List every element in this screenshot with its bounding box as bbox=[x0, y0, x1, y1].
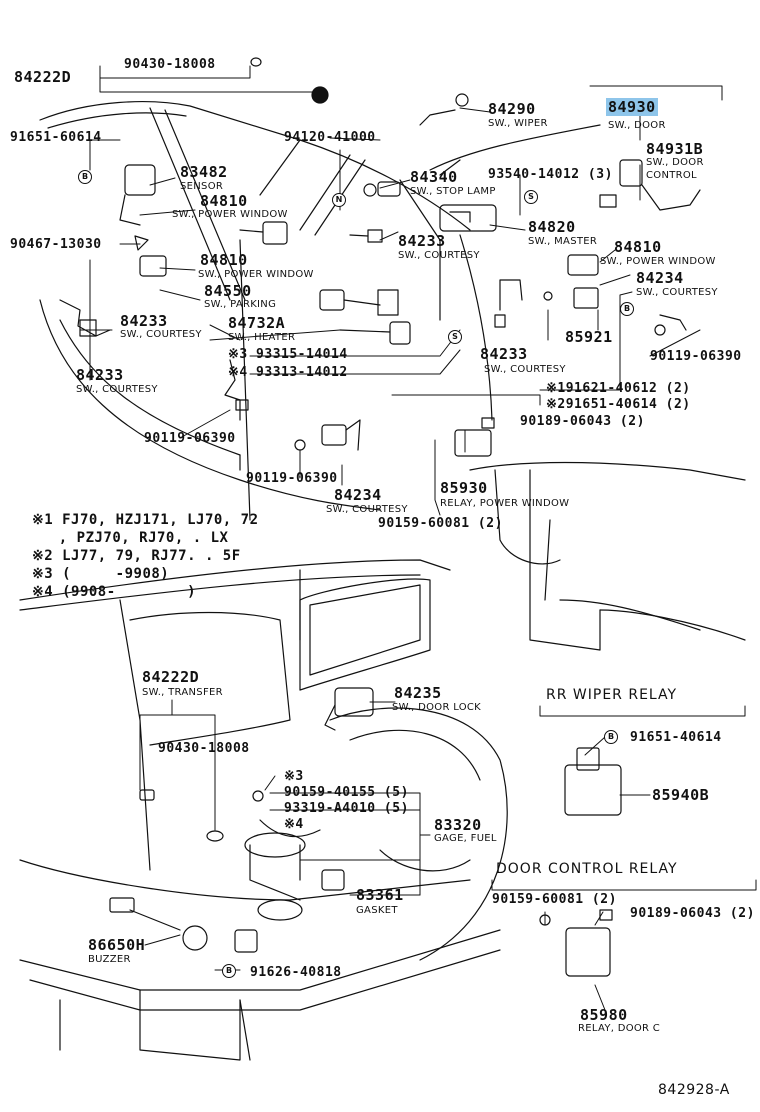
part-label-94120: 94120-41000 bbox=[284, 130, 376, 145]
part-label-84233-a: 84233 bbox=[120, 312, 168, 330]
part-desc-84290: SW., WIPER bbox=[488, 118, 548, 129]
part-label-85921: 85921 bbox=[565, 328, 613, 346]
part-label-84732A: 84732A bbox=[228, 314, 286, 332]
part-sketches bbox=[59, 57, 701, 977]
part-desc-84810-c: SW., POWER WINDOW bbox=[600, 256, 716, 267]
part-label-84222D-b: 84222D bbox=[142, 668, 200, 686]
upper-body-outline bbox=[39, 101, 746, 651]
part-label-90189-b: 90189-06043 (2) bbox=[630, 906, 755, 921]
part-label-84340: 84340 bbox=[410, 168, 458, 186]
part-desc-84233-d: SW., COURTESY bbox=[484, 364, 566, 375]
marker-b-91651-40614: B bbox=[604, 730, 618, 744]
part-label-86650H: 86650H bbox=[88, 936, 146, 954]
part-desc-83320: GAGE, FUEL bbox=[434, 833, 497, 844]
part-label-91651-60614: 91651-60614 bbox=[10, 130, 102, 145]
part-label-85930: 85930 bbox=[440, 479, 488, 497]
part-desc-84810-a: SW., POWER WINDOW bbox=[172, 209, 288, 220]
marker-b-courtesy: B bbox=[620, 302, 634, 316]
part-label-90159-b: 90159-60081 (2) bbox=[492, 892, 617, 907]
part-label-star4: ※4 bbox=[284, 817, 304, 832]
part-label-93313: ※4 93313-14012 bbox=[228, 365, 348, 380]
part-label-91621: ※191621-40612 (2) bbox=[546, 381, 691, 396]
figure-id: 842928-A bbox=[658, 1082, 730, 1098]
section-header-door-control-relay: DOOR CONTROL RELAY bbox=[496, 861, 678, 877]
part-label-93540: 93540-14012 (3) bbox=[488, 167, 613, 182]
part-label-84233-b: 84233 bbox=[76, 366, 124, 384]
part-label-84810-a: 84810 bbox=[200, 192, 248, 210]
part-label-83361: 83361 bbox=[356, 886, 404, 904]
part-desc-84550: SW., PARKING bbox=[204, 299, 277, 310]
part-label-84810-c: 84810 bbox=[614, 238, 662, 256]
marker-n: N bbox=[332, 193, 346, 207]
part-label-83320: 83320 bbox=[434, 816, 482, 834]
part-label-90430-b: 90430-18008 bbox=[158, 741, 250, 756]
part-desc-84810-b: SW., POWER WINDOW bbox=[198, 269, 314, 280]
part-label-84233-d: 84233 bbox=[480, 345, 528, 363]
note-4: ※4 (9908- ) bbox=[32, 584, 197, 600]
part-desc-83361: GASKET bbox=[356, 905, 398, 916]
part-desc-83482: SENSOR bbox=[180, 181, 224, 192]
part-label-84930-highlight[interactable]: 84930 bbox=[606, 98, 658, 116]
part-label-90467: 90467-13030 bbox=[10, 237, 102, 252]
part-label-90119-a: 90119-06390 bbox=[144, 431, 236, 446]
lower-body-outline bbox=[19, 559, 508, 1061]
part-desc-84732A: SW., HEATER bbox=[228, 332, 296, 343]
part-label-star3: ※3 bbox=[284, 769, 304, 784]
part-label-84235: 84235 bbox=[394, 684, 442, 702]
note-1: ※1 FJ70, HZJ171, LJ70, 72 bbox=[32, 512, 259, 528]
marker-b-91626: B bbox=[222, 964, 236, 978]
part-label-85980: 85980 bbox=[580, 1006, 628, 1024]
marker-s-93540: S bbox=[524, 190, 538, 204]
part-desc-84233-b: SW., COURTESY bbox=[76, 384, 158, 395]
part-label-84820: 84820 bbox=[528, 218, 576, 236]
part-desc-84235: SW., DOOR LOCK bbox=[392, 702, 482, 713]
marker-s-93315: S bbox=[448, 330, 462, 344]
part-desc-84931B-2: CONTROL bbox=[646, 170, 697, 181]
part-label-93315: ※3 93315-14014 bbox=[228, 347, 348, 362]
note-2: ※2 LJ77, 79, RJ77. . 5F bbox=[32, 548, 241, 564]
part-desc-84931B-1: SW., DOOR bbox=[646, 157, 704, 168]
part-label-83482: 83482 bbox=[180, 163, 228, 181]
part-label-84290: 84290 bbox=[488, 100, 536, 118]
part-label-90159-a: 90159-60081 (2) bbox=[378, 516, 503, 531]
part-label-84810-b: 84810 bbox=[200, 251, 248, 269]
note-3: ※3 ( -9908) bbox=[32, 566, 170, 582]
marker-b-91651: B bbox=[78, 170, 92, 184]
part-label-90119-b: 90119-06390 bbox=[650, 349, 742, 364]
part-desc-84340: SW., STOP LAMP bbox=[410, 186, 496, 197]
part-label-291651: ※291651-40614 (2) bbox=[546, 397, 691, 412]
part-label-84222D-top: 84222D bbox=[14, 68, 72, 86]
part-label-91651-40614: 91651-40614 bbox=[630, 730, 722, 745]
part-label-90159-40155: 90159-40155 (5) bbox=[284, 785, 409, 800]
part-label-85940B: 85940B bbox=[652, 786, 710, 804]
part-desc-84234-a: SW., COURTESY bbox=[636, 287, 718, 298]
part-desc-84233-a: SW., COURTESY bbox=[120, 329, 202, 340]
part-desc-85980: RELAY, DOOR C bbox=[578, 1023, 661, 1034]
part-label-84233-c: 84233 bbox=[398, 232, 446, 250]
part-desc-86650H: BUZZER bbox=[88, 954, 131, 965]
part-label-91626: 91626-40818 bbox=[250, 965, 342, 980]
part-desc-84930: SW., DOOR bbox=[608, 120, 666, 131]
part-label-90430-top: 90430-18008 bbox=[124, 57, 216, 72]
leader-lines bbox=[79, 65, 757, 1011]
part-desc-84820: SW., MASTER bbox=[528, 236, 598, 247]
part-desc-84222D-b: SW., TRANSFER bbox=[142, 687, 223, 698]
section-header-rr-wiper-relay: RR WIPER RELAY bbox=[546, 687, 678, 703]
part-label-90189-a: 90189-06043 (2) bbox=[520, 414, 645, 429]
part-desc-84233-c: SW., COURTESY bbox=[398, 250, 480, 261]
part-label-84550: 84550 bbox=[204, 282, 252, 300]
part-label-84234-a: 84234 bbox=[636, 269, 684, 287]
part-label-93319: 93319-A4010 (5) bbox=[284, 801, 409, 816]
part-label-84930: 84930 bbox=[606, 98, 658, 116]
part-desc-84234-b: SW., COURTESY bbox=[326, 504, 408, 515]
note-1-cont: , PZJ70, RJ70, . LX bbox=[32, 530, 229, 546]
part-desc-85930: RELAY, POWER WINDOW bbox=[440, 498, 570, 509]
part-label-84234-b: 84234 bbox=[334, 486, 382, 504]
part-label-84931B: 84931B bbox=[646, 140, 704, 158]
part-label-90119-c: 90119-06390 bbox=[246, 471, 338, 486]
